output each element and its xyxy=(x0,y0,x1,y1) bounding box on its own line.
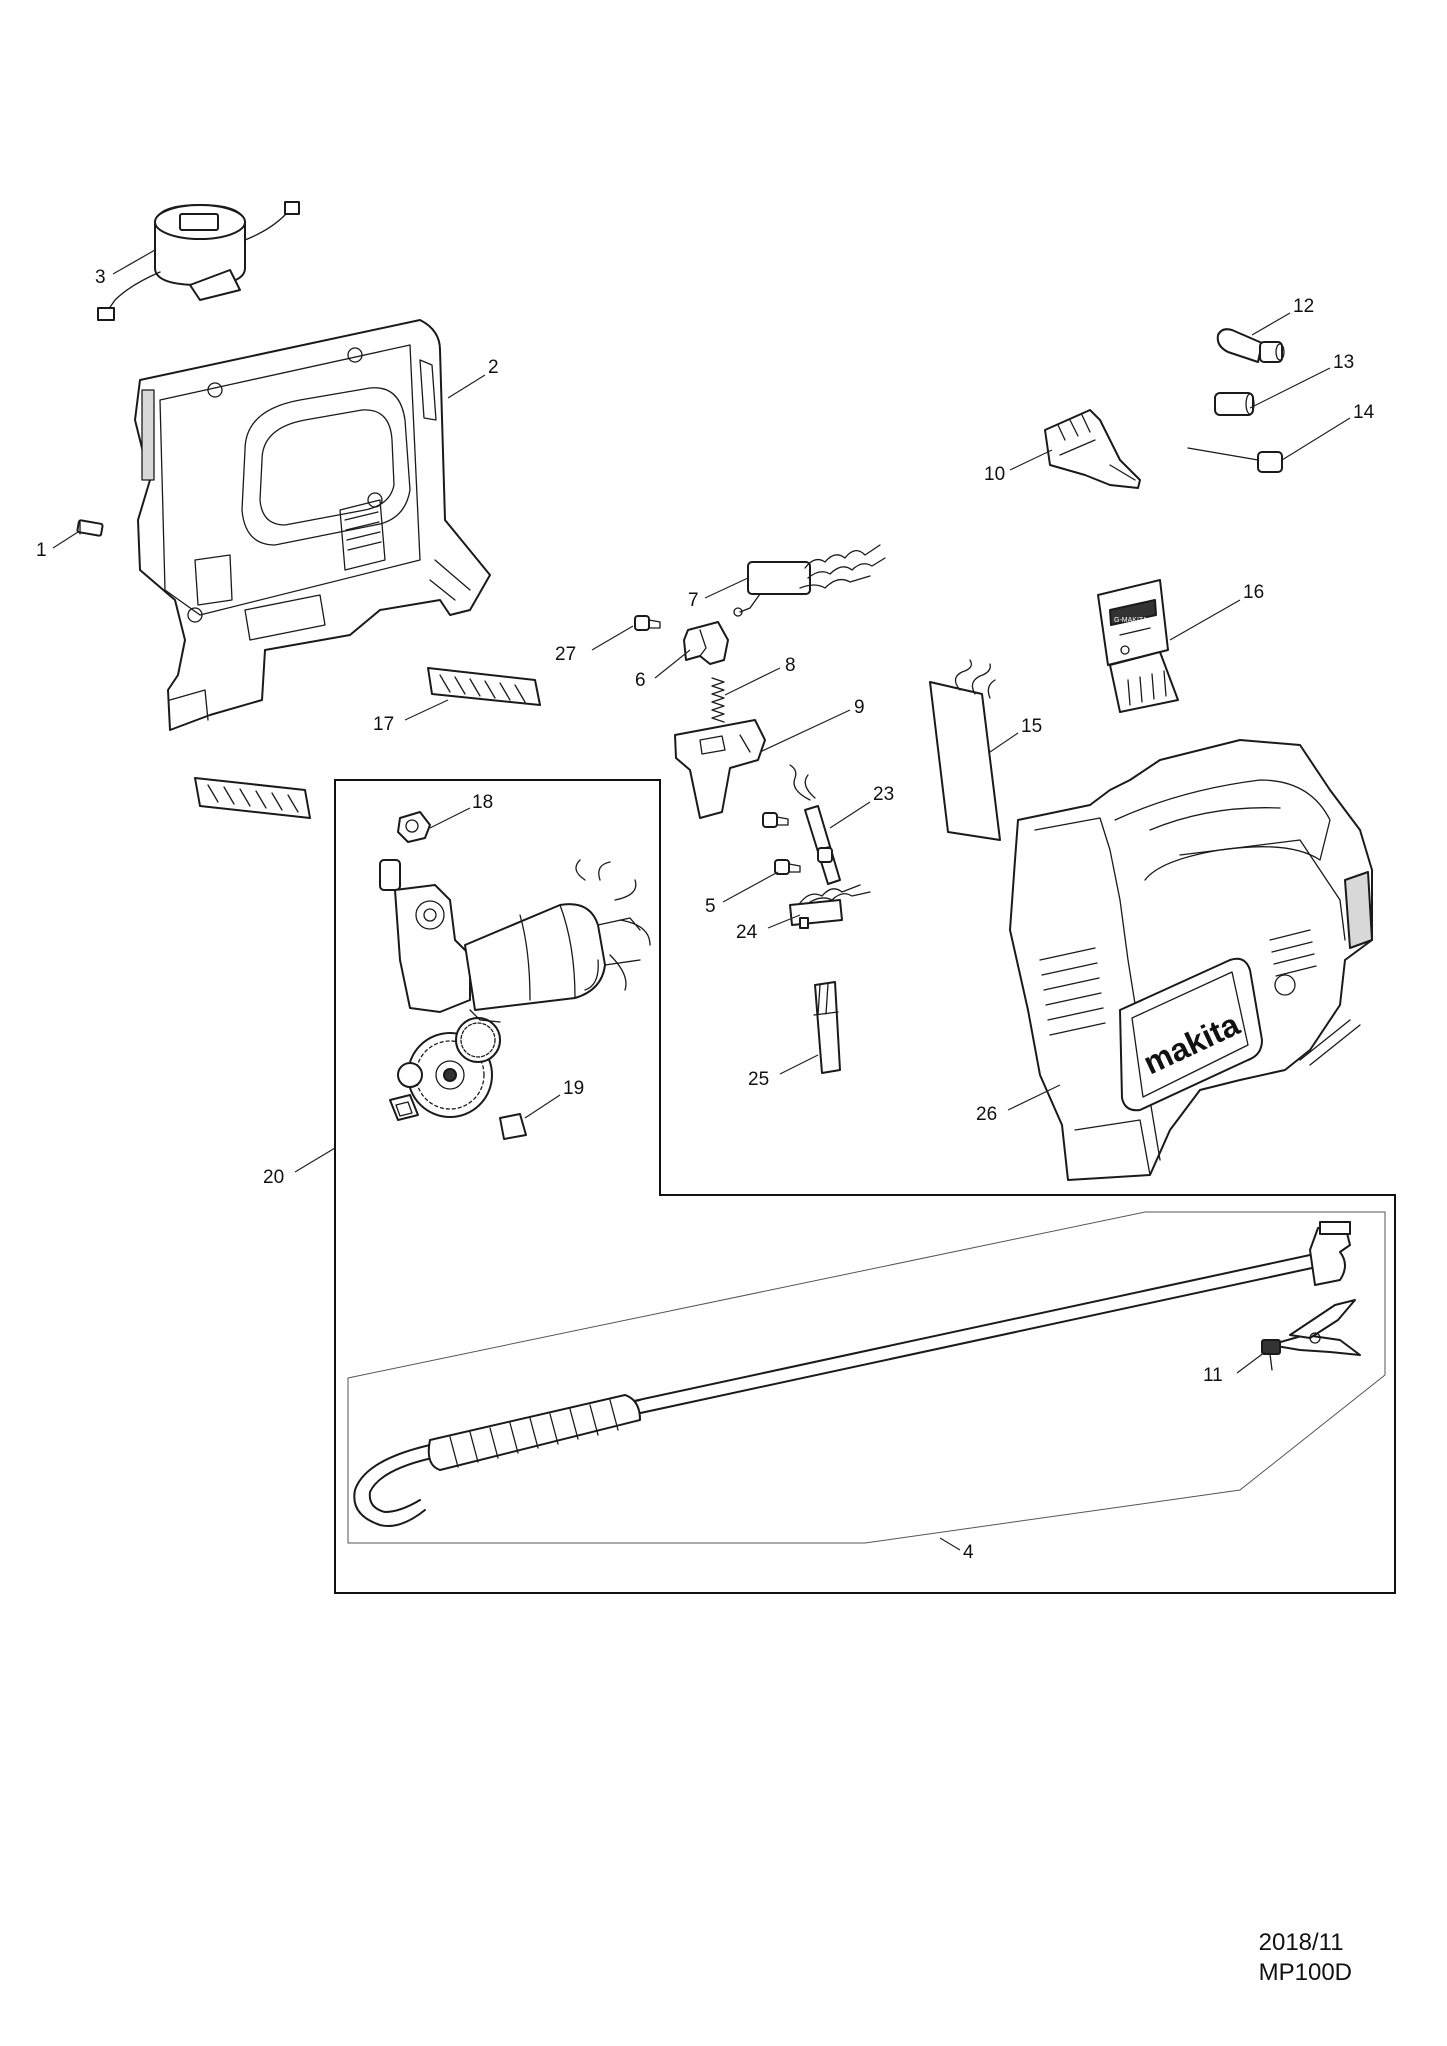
controller-16: G-MAKITA xyxy=(1097,579,1179,713)
housing-right-26: makita xyxy=(1009,739,1373,1181)
block-19 xyxy=(389,1094,527,1140)
label-8: 8 xyxy=(785,655,796,676)
plate-15 xyxy=(929,659,1001,841)
label-10: 10 xyxy=(984,464,1005,485)
switch-24 xyxy=(789,884,871,929)
label-5: 5 xyxy=(705,896,716,917)
adapter-12 xyxy=(1216,328,1285,363)
footer-block: 2018/11 MP100D xyxy=(1259,1928,1352,1988)
label-13: 13 xyxy=(1333,352,1354,373)
motor-assembly-20 xyxy=(379,859,651,1118)
display-unit xyxy=(97,201,300,321)
label-19: 19 xyxy=(563,1078,584,1099)
screw-27 xyxy=(634,615,661,631)
hose-subframe xyxy=(347,1211,1386,1544)
label-23: 23 xyxy=(873,784,894,805)
assembly-frame xyxy=(334,779,1396,1594)
nipple-18 xyxy=(397,811,431,843)
label-24: 24 xyxy=(736,922,758,943)
leader-lines xyxy=(52,249,1351,1551)
bracket-23 xyxy=(789,764,841,885)
label-18: 18 xyxy=(472,792,493,813)
label-27: 27 xyxy=(555,644,576,665)
filter-17 xyxy=(194,667,541,819)
label-12: 12 xyxy=(1293,296,1314,317)
screw-1 xyxy=(76,519,104,537)
adapter-13 xyxy=(1214,392,1255,416)
micro-switch-7 xyxy=(733,544,886,617)
hose-grip xyxy=(427,1394,641,1471)
footer-model: MP100D xyxy=(1258,1959,1352,1986)
label-26: 26 xyxy=(976,1104,997,1125)
switch-base-9 xyxy=(674,719,766,819)
label-6: 6 xyxy=(635,670,646,691)
label-20: 20 xyxy=(263,1167,284,1188)
hose-4 xyxy=(353,1221,1351,1527)
label-16: 16 xyxy=(1243,582,1264,603)
screw-5 xyxy=(774,859,801,875)
label-3: 3 xyxy=(95,267,106,288)
housing-left xyxy=(134,319,491,731)
label-15: 15 xyxy=(1021,716,1042,737)
spring-8 xyxy=(711,677,725,723)
label-11: 11 xyxy=(1203,1365,1223,1386)
label-14: 14 xyxy=(1353,402,1375,423)
adapter-14 xyxy=(1187,447,1283,473)
part-labels: 1 2 3 4 5 6 7 8 9 10 11 12 13 14 15 16 1… xyxy=(36,267,1375,1563)
label-4: 4 xyxy=(963,1542,974,1563)
screw-23a xyxy=(762,812,789,828)
hose-holder-10 xyxy=(1044,409,1141,489)
holder-25 xyxy=(813,981,841,1074)
label-25: 25 xyxy=(748,1069,769,1090)
label-17: 17 xyxy=(373,714,394,735)
controller-text: G-MAKITA xyxy=(1114,617,1148,624)
label-2: 2 xyxy=(488,357,499,378)
clamp-11 xyxy=(1261,1299,1361,1371)
label-7: 7 xyxy=(688,590,699,611)
footer-date: 2018/11 xyxy=(1258,1929,1344,1956)
label-1: 1 xyxy=(36,540,47,561)
label-9: 9 xyxy=(854,697,865,718)
lever-6 xyxy=(683,621,729,665)
